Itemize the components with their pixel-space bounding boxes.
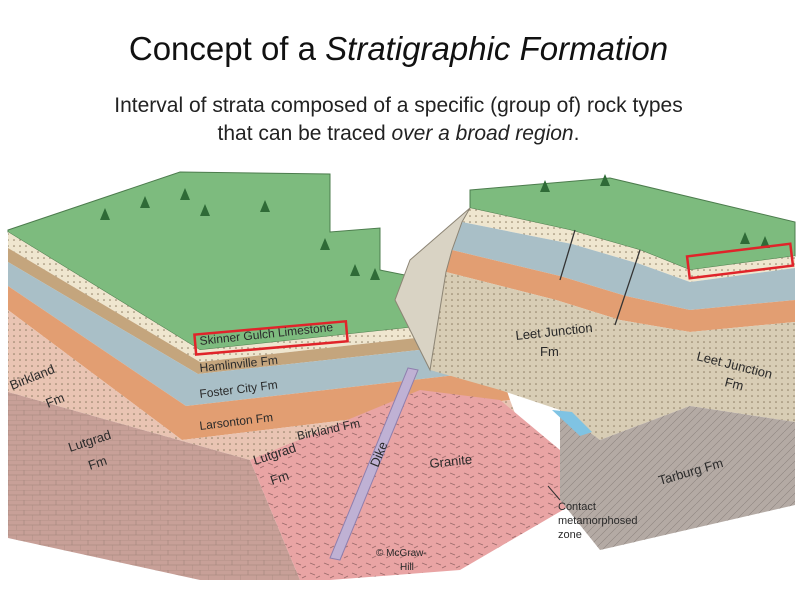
contact-leader	[547, 485, 561, 501]
stratum-larsonton	[8, 286, 510, 440]
slide-subtitle: Interval of strata composed of a specifi…	[0, 92, 797, 148]
label-leet-mid-2: Fm	[540, 344, 559, 359]
subtitle-line-2: that can be traced over a broad region.	[0, 120, 797, 148]
label-contact-2: metamorphosed	[558, 515, 638, 527]
label-lutgrad-left-2: Fm	[86, 453, 108, 473]
highlight-box-right	[685, 242, 795, 280]
stratum-hamlinville	[8, 248, 492, 374]
highlight-box-left	[193, 319, 349, 356]
subtitle-line-2-plain: that can be traced	[217, 122, 392, 145]
credit-1: © McGraw-	[376, 548, 427, 559]
slide-title: Concept of a Stratigraphic Formation	[0, 30, 797, 68]
credit-2: Hill	[400, 562, 414, 573]
stratum-right-orange	[446, 250, 795, 332]
label-lutgrad-mid-2: Fm	[268, 468, 290, 488]
label-birkland-left-2: Fm	[44, 390, 67, 411]
stratum-foster-city	[8, 262, 500, 406]
trees	[100, 174, 770, 280]
label-granite: Granite	[429, 452, 473, 471]
label-contact-1: Contact	[558, 501, 596, 513]
subtitle-line-2-italic: over a broad region	[391, 122, 574, 145]
label-leet-right-2: Fm	[723, 374, 745, 393]
subtitle-line-1: Interval of strata composed of a specifi…	[114, 94, 683, 117]
dike	[329, 367, 419, 561]
label-contact-3: zone	[558, 529, 582, 541]
stratum-right-blue	[452, 222, 795, 310]
lake	[552, 410, 592, 436]
subtitle-line-2-end: .	[573, 122, 580, 145]
left-grass-surface	[7, 171, 481, 351]
title-plain: Concept of a	[128, 30, 326, 67]
block-diagram: Skinner Gulch Limestone Hamlinville Fm F…	[7, 171, 796, 580]
valley-slope	[394, 207, 471, 372]
right-block	[394, 177, 796, 550]
title-italic: Stratigraphic Formation	[325, 30, 669, 67]
